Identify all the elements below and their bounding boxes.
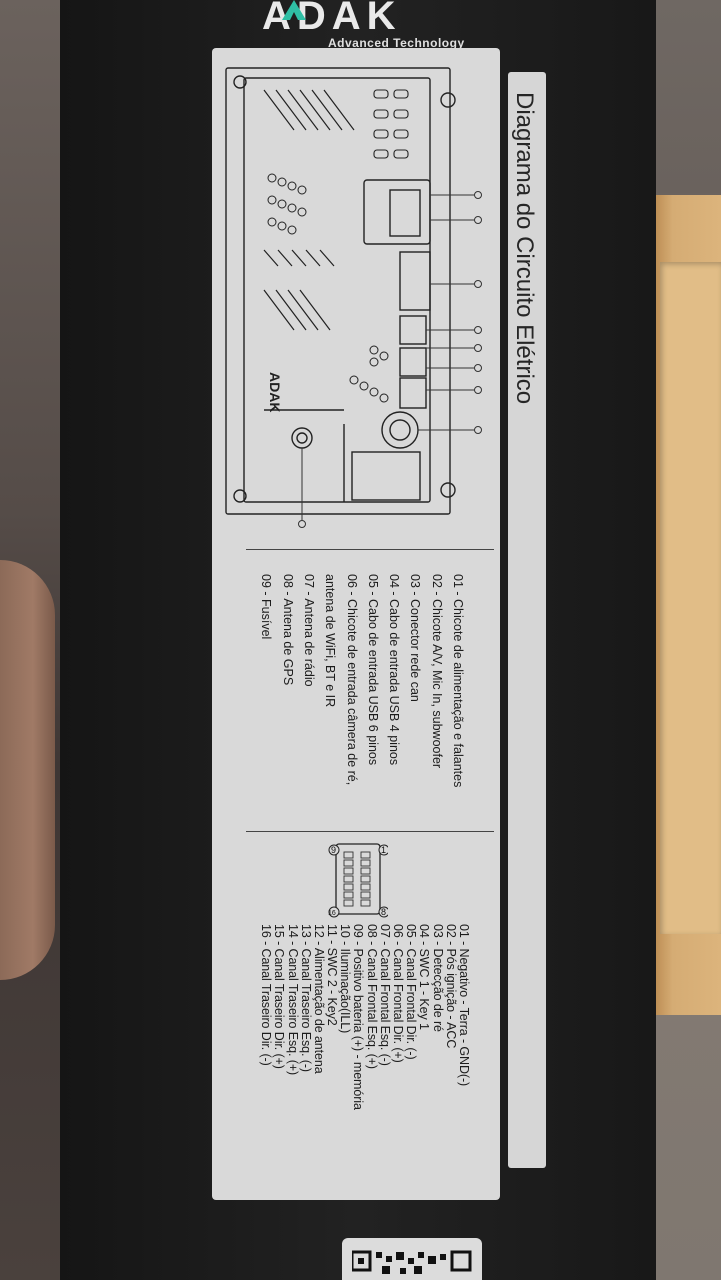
- pinout-item: 14 - Canal Traseiro Esq. (+): [285, 924, 300, 1076]
- leader-lines: [301, 194, 474, 520]
- pinout-item: 08 - Canal Frontal Esq. (+): [364, 924, 379, 1069]
- screw-hole-bottom-right: [440, 482, 456, 498]
- pinout-item: 13 - Canal Traseiro Esq. (-): [298, 924, 313, 1072]
- pinout-item: 11 - SWC 2 - Key2: [325, 924, 340, 1026]
- pinout-item: 10 - Iluminação(ILL): [338, 924, 353, 1034]
- hand-edge: [0, 560, 55, 980]
- screw-hole-top-right: [440, 92, 456, 108]
- brand-tagline: Advanced Technology: [328, 36, 465, 50]
- pin-label-9: 9: [331, 845, 336, 855]
- component-item: antena de WiFi, BT e IR: [323, 574, 338, 708]
- device-outline: [225, 67, 451, 515]
- number-markers: [298, 191, 482, 528]
- pin-label-16: 16: [328, 910, 336, 917]
- diagram-sheet: [212, 48, 500, 1200]
- component-item: 07 - Antena de rádio: [301, 574, 316, 687]
- component-item: 06 - Chicote de entrada câmera de ré,: [344, 574, 359, 786]
- device-logo: ADAK: [267, 372, 283, 412]
- component-item: 04 - Cabo de entrada USB 4 pinos: [387, 574, 402, 766]
- qr-code-sticker: [342, 1238, 482, 1280]
- pin-label-1: 1: [381, 845, 386, 855]
- connector-05: [399, 347, 427, 377]
- title-strip: [508, 72, 546, 1168]
- pinout-item: 04 - SWC 1 - Key 1: [417, 924, 432, 1030]
- pinout-item: 16 - Canal Traseiro Dir. (-): [259, 924, 274, 1066]
- component-list: 01 - Chicote de alimentação e falantes 0…: [255, 574, 468, 787]
- pin-label-8: 8: [381, 907, 386, 917]
- vent-slots: [263, 89, 355, 331]
- connector-04: [399, 315, 427, 345]
- head-unit-diagram: ADAK: [225, 67, 482, 528]
- screw-hole-top-left: [233, 75, 247, 89]
- pinout-item: 03 - Detecção de ré: [430, 924, 445, 1032]
- pinout-item: 01 - Negativo - Terra - GND(-): [457, 924, 471, 1087]
- component-item: 05 - Cabo de entrada USB 6 pinos: [365, 574, 380, 766]
- cardboard-inner: [660, 262, 721, 934]
- screw-hole-bottom-left: [233, 489, 247, 503]
- connector-01-02: [363, 179, 431, 245]
- diagram-title: Diagrama do Circuito Elétrico: [511, 92, 538, 405]
- round-hole-rows: [267, 173, 389, 403]
- component-item: 02 - Chicote A/V, Mic In, subwoofer: [429, 574, 444, 769]
- component-item: 03 - Conector rede can: [408, 574, 423, 702]
- pinout-item: 09 - Positivo bateria (+) - memória: [351, 924, 366, 1110]
- component-item: 09 - Fusível: [259, 574, 274, 640]
- connector-01-inner: [389, 189, 421, 237]
- radio-antenna-port: [381, 411, 419, 449]
- hex-slots: [373, 89, 409, 159]
- pinout-item: 05 - Canal Frontal Dir. (-): [404, 924, 419, 1060]
- divider-middle: [246, 831, 494, 832]
- panel-edge: [264, 409, 345, 502]
- device-chassis: [243, 77, 431, 503]
- connector-03: [399, 251, 431, 311]
- pinout-list: 01 - Negativo - Terra - GND(-) 02 - Pós …: [259, 924, 471, 1110]
- brand-header: ADAK Advanced Technology: [262, 0, 502, 64]
- fuse-housing: [351, 451, 421, 501]
- pinout-item: 06 - Canal Frontal Dir. (+): [391, 924, 406, 1063]
- connector-pinout-diagram: 1 8 9 16: [328, 843, 388, 918]
- pinout-item: 15 - Canal Traseiro Dir. (+): [272, 924, 287, 1069]
- connector-06: [399, 377, 427, 409]
- gps-antenna-port: [291, 427, 313, 449]
- brand-accent-icon: [282, 0, 306, 20]
- pinout-item: 02 - Pós ignição - ACC: [443, 924, 458, 1049]
- qr-code-icon: [352, 1250, 472, 1274]
- divider-top: [246, 549, 494, 550]
- pinout-item: 07 - Canal Frontal Esq. (-): [377, 924, 392, 1066]
- component-item: 08 - Antena de GPS: [280, 574, 295, 686]
- pinout-item: 12 - Alimentação de antena: [311, 924, 326, 1074]
- component-item: 01 - Chicote de alimentação e falantes: [451, 574, 465, 788]
